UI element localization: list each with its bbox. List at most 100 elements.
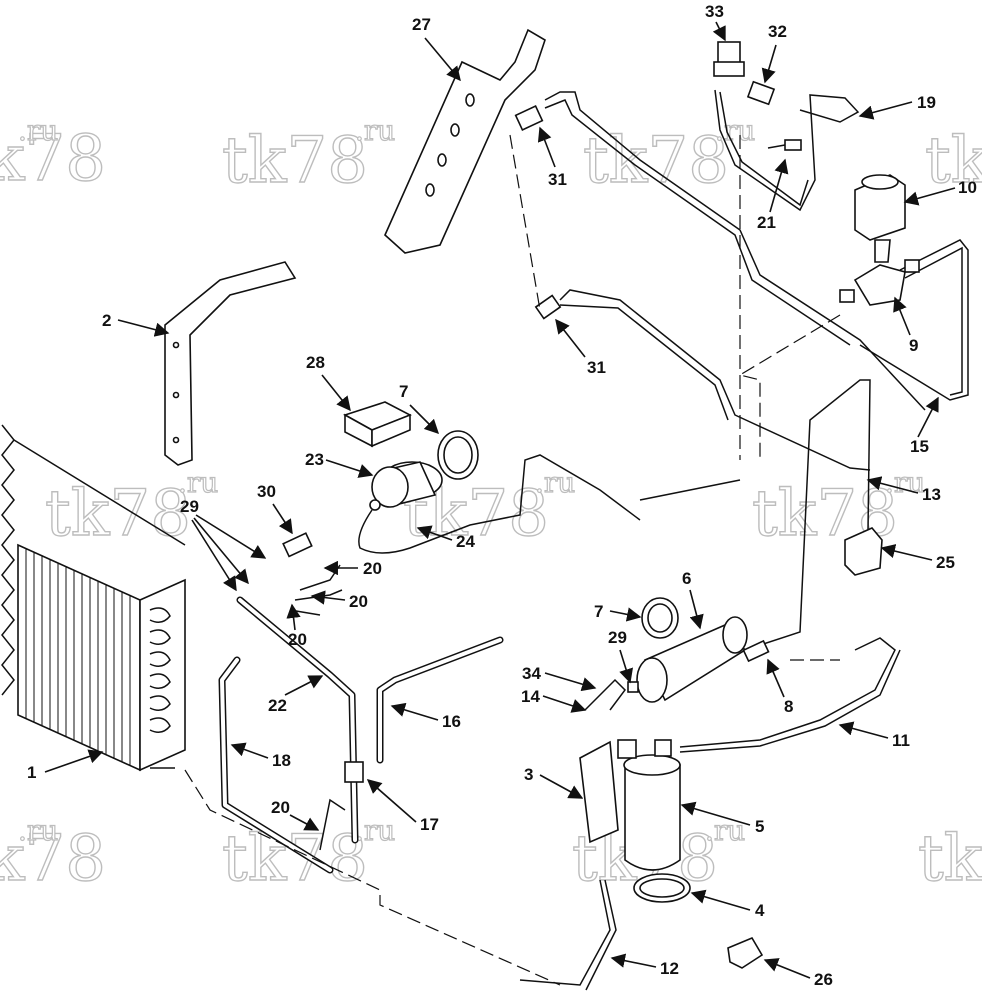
watermark: tk78 .ru (44, 465, 219, 551)
callout-20-b: 20 (310, 590, 368, 611)
svg-text:5: 5 (755, 817, 764, 836)
svg-text:29: 29 (608, 628, 627, 647)
svg-text:17: 17 (420, 815, 439, 834)
callout-29-b: 29 (608, 628, 634, 684)
fitting-30 (282, 532, 313, 558)
watermark: tk78 (917, 821, 982, 896)
svg-text:14: 14 (521, 687, 540, 706)
svg-text:tk78: tk78 (0, 822, 106, 896)
svg-text:.ru: .ru (705, 814, 745, 847)
svg-text:32: 32 (768, 22, 787, 41)
fitting-31-upper (514, 105, 544, 131)
fitting-31-lower (534, 294, 562, 320)
callout-19: 19 (858, 93, 936, 120)
mounting-bracket-2 (164, 261, 297, 466)
svg-text:25: 25 (936, 553, 955, 572)
svg-text:20: 20 (288, 630, 307, 649)
cushion-clamp-26 (727, 936, 764, 969)
callout-29-a: 29 (180, 497, 267, 592)
svg-text:20: 20 (363, 559, 382, 578)
svg-text:18: 18 (272, 751, 291, 770)
svg-text:4: 4 (755, 901, 765, 920)
callout-4: 4 (690, 889, 765, 920)
svg-text:.ru: .ru (715, 114, 755, 147)
callout-21: 21 (757, 158, 789, 232)
routing-lines (184, 134, 841, 986)
callout-28: 28 (306, 353, 351, 412)
callout-10: 10 (903, 178, 977, 206)
callout-22: 22 (268, 675, 324, 715)
svg-text:tk78: tk78 (0, 122, 106, 196)
svg-text:10: 10 (958, 178, 977, 197)
tank-bracket-3 (579, 740, 619, 844)
svg-text:21: 21 (757, 213, 776, 232)
callout-12: 12 (610, 953, 679, 978)
fitting-8 (742, 639, 770, 663)
callout-2: 2 (102, 311, 170, 337)
svg-text:2: 2 (102, 311, 111, 330)
svg-text:7: 7 (594, 602, 603, 621)
svg-text:.ru: .ru (535, 466, 575, 499)
callouts: 1 2 3 4 5 6 7 7 (27, 2, 977, 989)
sensor-21 (767, 139, 802, 151)
solenoid-coil-10 (854, 174, 906, 263)
receiver-tank-5 (617, 739, 681, 871)
watermark: tk78 (924, 123, 982, 198)
callout-15: 15 (910, 396, 939, 456)
callout-20-a: 20 (323, 559, 382, 578)
tank-clamp-4 (633, 873, 691, 903)
svg-text:12: 12 (660, 959, 679, 978)
callout-1: 1 (27, 749, 104, 782)
watermark: tk78 .ru (221, 813, 396, 896)
callout-32: 32 (761, 22, 787, 84)
callout-23: 23 (305, 450, 374, 478)
callout-18: 18 (230, 742, 291, 770)
callout-17: 17 (366, 779, 439, 834)
svg-text:.ru: .ru (18, 814, 58, 847)
svg-text:tk78: tk78 (583, 124, 729, 198)
cover-28 (343, 401, 412, 448)
svg-text:34: 34 (522, 664, 541, 683)
callout-24: 24 (416, 525, 475, 551)
tee-17 (344, 761, 364, 783)
svg-text:27: 27 (412, 15, 431, 34)
callout-20-c: 20 (286, 603, 307, 649)
coil-fins (25, 549, 131, 766)
callout-13: 13 (866, 476, 941, 504)
svg-text:tk78: tk78 (918, 822, 982, 896)
watermark: tk78 .ru (751, 465, 926, 551)
callout-14: 14 (521, 687, 587, 713)
coil-return-bends (149, 607, 171, 733)
svg-text:8: 8 (784, 697, 793, 716)
watermark: tk78 .ru (0, 813, 107, 896)
svg-text:16: 16 (442, 712, 461, 731)
callout-6: 6 (682, 569, 704, 630)
svg-text:20: 20 (349, 592, 368, 611)
svg-text:20: 20 (271, 798, 290, 817)
callout-7-upper: 7 (399, 382, 440, 435)
lower-hoses (218, 379, 901, 991)
svg-text:.ru: .ru (355, 114, 395, 147)
callout-9: 9 (893, 296, 918, 355)
hose-clamp-7-upper (437, 430, 479, 480)
svg-text:.ru: .ru (885, 466, 925, 499)
svg-text:tk78: tk78 (222, 822, 368, 896)
callout-31-upper: 31 (537, 126, 567, 189)
fitting-33 (713, 41, 745, 77)
svg-text:13: 13 (922, 485, 941, 504)
watermark: tk78 .ru (582, 113, 756, 198)
svg-text:tk78: tk78 (222, 124, 368, 198)
svg-text:3: 3 (524, 765, 533, 784)
callout-5: 5 (680, 801, 764, 836)
svg-text:19: 19 (917, 93, 936, 112)
refrigerant-lines (544, 89, 969, 471)
svg-text:15: 15 (910, 437, 929, 456)
cushion-clamp-25 (844, 527, 883, 576)
svg-text:30: 30 (257, 482, 276, 501)
watermark: tk78 .ru (221, 113, 396, 198)
svg-text:tk78: tk78 (925, 124, 982, 198)
callout-7-lower: 7 (594, 602, 642, 622)
svg-text:tk78: tk78 (45, 477, 191, 551)
svg-text:.ru: .ru (178, 466, 218, 499)
solenoid-valve-9 (839, 259, 920, 306)
